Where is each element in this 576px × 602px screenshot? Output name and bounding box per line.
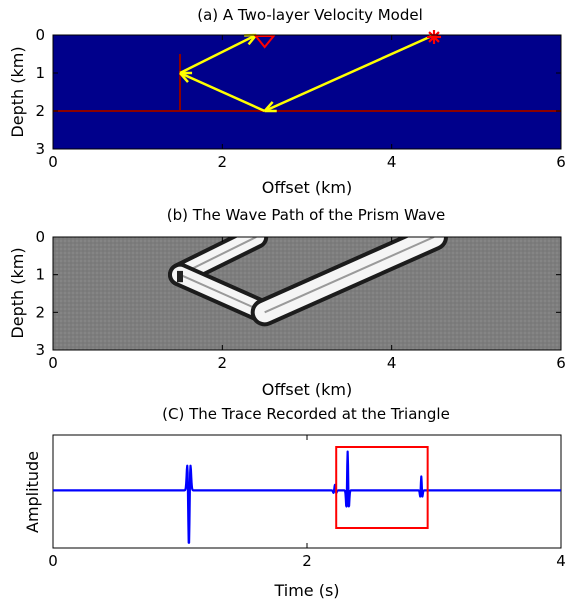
panel-c-x-ticks: 0 2 4: [48, 435, 566, 570]
panel-b-plot: [53, 237, 561, 350]
x-tick-label: 4: [556, 552, 566, 570]
receiver-triangle-marker: [253, 35, 276, 49]
panel-c-xlabel: Time (s): [273, 581, 339, 600]
ray-segment: [179, 33, 257, 75]
x-tick-label: 0: [48, 552, 58, 570]
seismic-trace-line: [52, 450, 562, 544]
y-tick-label: 2: [35, 102, 45, 120]
x-tick-label: 4: [387, 153, 397, 171]
panel-b-x-ticks: 0 2 4 6: [48, 237, 566, 372]
panel-c-title: (C) The Trace Recorded at the Triangle: [162, 405, 450, 423]
wavepath-band-core: [179, 273, 266, 314]
x-tick-label: 2: [218, 153, 228, 171]
panel-a-ylabel: Depth (km): [8, 46, 27, 137]
panel-c-ylabel: Amplitude: [23, 451, 42, 533]
x-tick-label: 4: [387, 354, 397, 372]
ray-segment: [264, 33, 435, 113]
panel-a-x-ticks: 0 2 4 6: [48, 35, 566, 171]
wavepath-bands: [168, 237, 448, 327]
y-tick-label: 0: [35, 26, 45, 44]
y-tick-label: 2: [35, 303, 45, 321]
y-tick-label: 1: [35, 64, 45, 82]
x-tick-label: 0: [48, 153, 58, 171]
panel-b-title: (b) The Wave Path of the Prism Wave: [167, 206, 445, 224]
panel-b-ylabel: Depth (km): [8, 247, 27, 338]
panel-a-title: (a) A Two-layer Velocity Model: [197, 6, 423, 24]
x-tick-label: 6: [556, 354, 566, 372]
y-tick-label: 1: [35, 266, 45, 284]
ray-arrowhead: [263, 101, 277, 113]
y-tick-label: 3: [35, 140, 45, 158]
panel-a-y-ticks: 0 1 2 3: [35, 26, 561, 158]
panel-c-frame: [52, 434, 562, 549]
panel-c-plot: [52, 434, 562, 549]
x-tick-label: 2: [218, 354, 228, 372]
panel-b-y-ticks: 0 1 2 3: [35, 228, 561, 359]
y-tick-label: 3: [35, 341, 45, 359]
x-tick-label: 0: [48, 354, 58, 372]
y-tick-label: 0: [35, 228, 45, 246]
panel-b-frame: [52, 236, 562, 351]
ray-segment: [179, 71, 266, 113]
highlight-box: [335, 446, 429, 529]
source-asterisk-marker: [427, 30, 441, 44]
wavepath-band-core: [264, 237, 435, 314]
asterisk-stroke: [428, 31, 440, 43]
panel-a-plot: [52, 30, 562, 150]
x-tick-label: 6: [556, 153, 566, 171]
panel-b-xlabel: Offset (km): [262, 380, 353, 399]
x-tick-label: 2: [302, 552, 312, 570]
panel-a-xlabel: Offset (km): [262, 178, 353, 197]
panel-a-frame: [52, 34, 562, 150]
